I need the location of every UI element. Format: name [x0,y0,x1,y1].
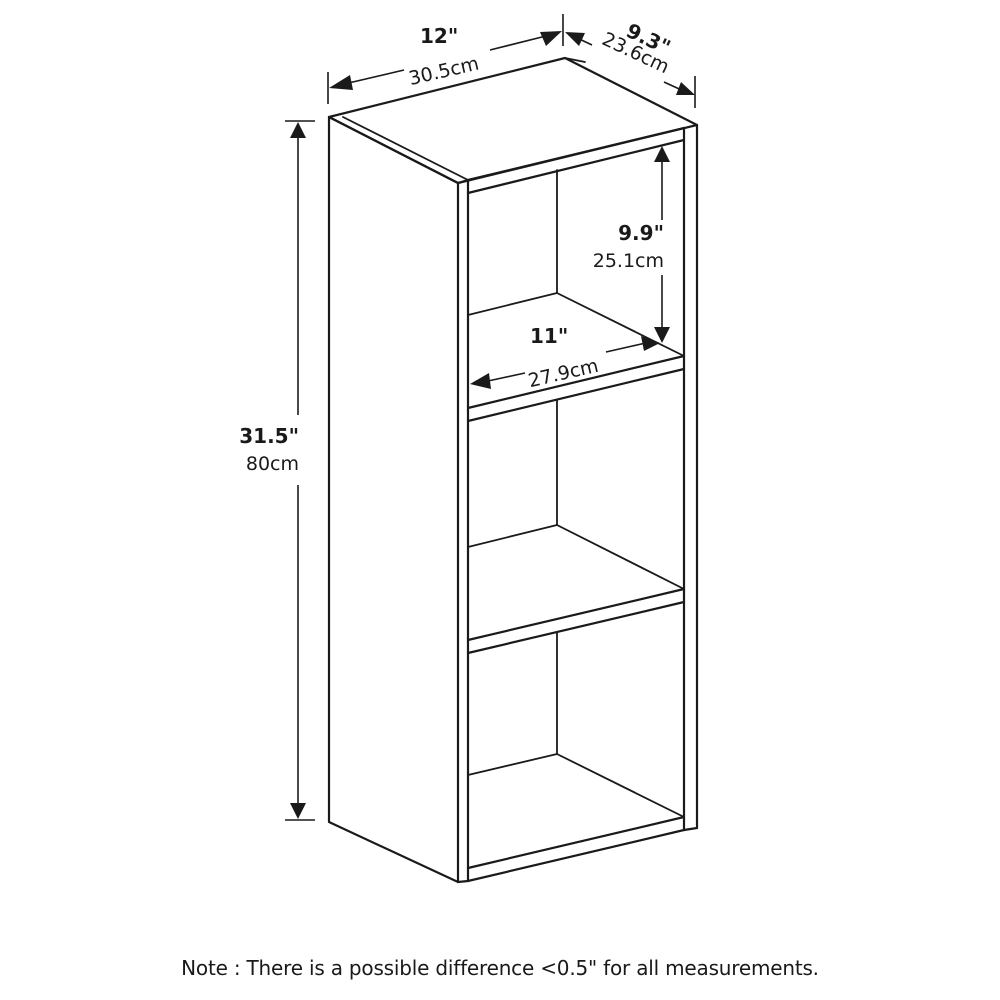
cube-2 [466,399,686,655]
width-dimension: 12" 30.5cm [327,14,564,104]
cube-height-inch-label: 9.9" [618,221,664,245]
cube-3 [466,632,686,883]
cube-width-inch-label: 11" [530,324,568,348]
measurement-note: Note : There is a possible difference <0… [181,956,819,980]
height-dimension: 31.5" 80cm [239,120,315,821]
height-inch-label: 31.5" [239,424,299,448]
cube-1 [466,169,686,423]
shelf-top-surface [327,56,699,185]
width-inch-label: 12" [420,24,458,48]
cube-height-dimension: 9.9" 25.1cm [593,146,670,343]
height-cm-label: 80cm [246,453,299,475]
width-cm-label: 30.5cm [407,53,481,90]
left-side-panel [327,115,460,884]
cube-height-cm-label: 25.1cm [593,250,664,272]
cube-width-cm-label: 27.9cm [526,355,600,392]
bookshelf-drawing [327,56,699,884]
depth-dimension: 9.3" 23.6cm [565,18,696,108]
